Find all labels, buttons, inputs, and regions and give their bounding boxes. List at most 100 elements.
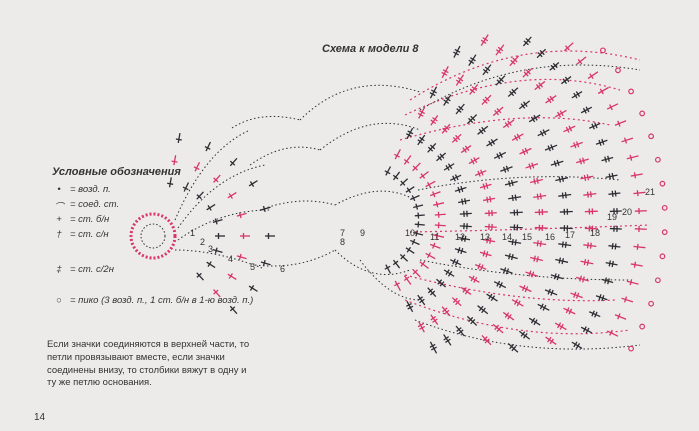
- stitch-post: [580, 174, 594, 181]
- stitch-post: [429, 242, 441, 249]
- stitch-post: [522, 67, 533, 78]
- row-number: 4: [228, 254, 233, 264]
- legend-item-slip: ⌒ = соед. ст.: [48, 199, 119, 213]
- row-number: 14: [502, 232, 512, 242]
- stitch-post: [537, 129, 550, 137]
- stitch-post: [571, 90, 583, 99]
- stitch-post: [576, 275, 589, 283]
- stitch-post: [484, 223, 497, 230]
- stitch-post: [425, 252, 436, 260]
- stitch-post: [212, 218, 223, 225]
- stitch-post: [504, 253, 518, 261]
- row-number: 8: [340, 237, 345, 247]
- stitch-post: [626, 154, 639, 161]
- stitch-post: [493, 280, 507, 289]
- stitch-post: [182, 182, 190, 192]
- stitch-post: [451, 297, 462, 307]
- stitch-post: [454, 185, 467, 193]
- stitch-post: [468, 275, 480, 283]
- stitch-post: [410, 194, 420, 202]
- stitch-post: [204, 141, 211, 152]
- stitch-post: [502, 119, 515, 129]
- picot: [615, 67, 621, 74]
- stitch-post: [584, 225, 598, 232]
- row-number: 12: [455, 232, 465, 242]
- picot: [639, 110, 646, 117]
- stitch-post: [449, 258, 462, 266]
- stitch-post: [477, 305, 489, 315]
- stitch-post: [486, 138, 498, 147]
- legend-item-dc: † = ст. с/н: [48, 229, 108, 240]
- picot: [654, 277, 661, 284]
- row-number: 5: [250, 262, 255, 272]
- arc-icon: ⌒: [54, 202, 64, 213]
- stitch-post: [588, 310, 601, 318]
- stitch-post: [509, 209, 523, 216]
- picot: [628, 88, 634, 95]
- stitch-post: [558, 241, 572, 248]
- stitch-post: [530, 177, 543, 185]
- stitch-post: [601, 277, 614, 285]
- stitch-post: [614, 313, 627, 320]
- stitch-post: [495, 44, 505, 56]
- row-number: 7: [340, 228, 345, 238]
- stitch-post: [480, 34, 489, 46]
- stitch-post: [459, 223, 472, 230]
- stitch-post: [215, 233, 225, 239]
- stitch-post: [212, 247, 223, 254]
- stitch-post: [483, 237, 496, 244]
- row-number: 19: [607, 212, 617, 222]
- stitch-post: [601, 155, 614, 163]
- stitch-post: [196, 272, 204, 281]
- stitch-post: [417, 107, 426, 119]
- stitch-post: [528, 114, 541, 123]
- stitch-post: [454, 247, 467, 255]
- stitch-post: [196, 191, 204, 200]
- stitch-post: [483, 196, 496, 203]
- stitch-post: [583, 191, 597, 198]
- stitch-post: [580, 326, 593, 334]
- stitch-post: [518, 100, 531, 110]
- stitch-post: [458, 198, 471, 205]
- stitch-post: [384, 264, 392, 274]
- center-ring: [129, 212, 177, 260]
- stitch-post: [443, 94, 452, 106]
- stitch-post: [511, 298, 524, 307]
- stitch-post: [417, 321, 426, 333]
- single-crochet-icon: +: [56, 214, 62, 225]
- treble-crochet-icon: ‡: [56, 264, 62, 275]
- stitch-post: [392, 171, 401, 181]
- stitch-post: [536, 48, 547, 59]
- stitch-post: [459, 210, 472, 217]
- stitch-post: [560, 76, 572, 85]
- legend-item-picot: ○ = пико (3 возд. п., 1 ст. б/н в 1-ю во…: [48, 295, 278, 306]
- stitch-post: [609, 225, 622, 232]
- picot: [639, 323, 646, 330]
- stitch-post: [193, 162, 201, 172]
- stitch-post: [563, 42, 574, 52]
- stitch-post: [236, 212, 247, 219]
- picot: [628, 345, 634, 352]
- instruction-note: Если значки соединяются в верхней части,…: [47, 339, 250, 389]
- stitch-post: [525, 270, 539, 278]
- stitch-post: [580, 259, 594, 266]
- stitch-post: [507, 343, 519, 353]
- stitch-post: [533, 193, 547, 200]
- stitch-post: [466, 114, 478, 125]
- stitch-post: [621, 296, 634, 303]
- stitch-post: [436, 152, 447, 162]
- stitch-post: [549, 61, 560, 71]
- stitch-post: [417, 294, 426, 306]
- picot-icon: ○: [56, 295, 62, 306]
- stitch-post: [630, 172, 643, 179]
- stitch-post: [492, 106, 504, 117]
- stitch-post: [458, 235, 471, 242]
- stitch-post: [507, 87, 519, 97]
- stitch-post: [433, 232, 445, 239]
- stitch-post: [455, 74, 465, 86]
- stitch-post: [555, 257, 569, 265]
- stitch-post: [412, 162, 421, 172]
- stitch-post: [550, 159, 564, 167]
- stitch-post: [429, 86, 438, 99]
